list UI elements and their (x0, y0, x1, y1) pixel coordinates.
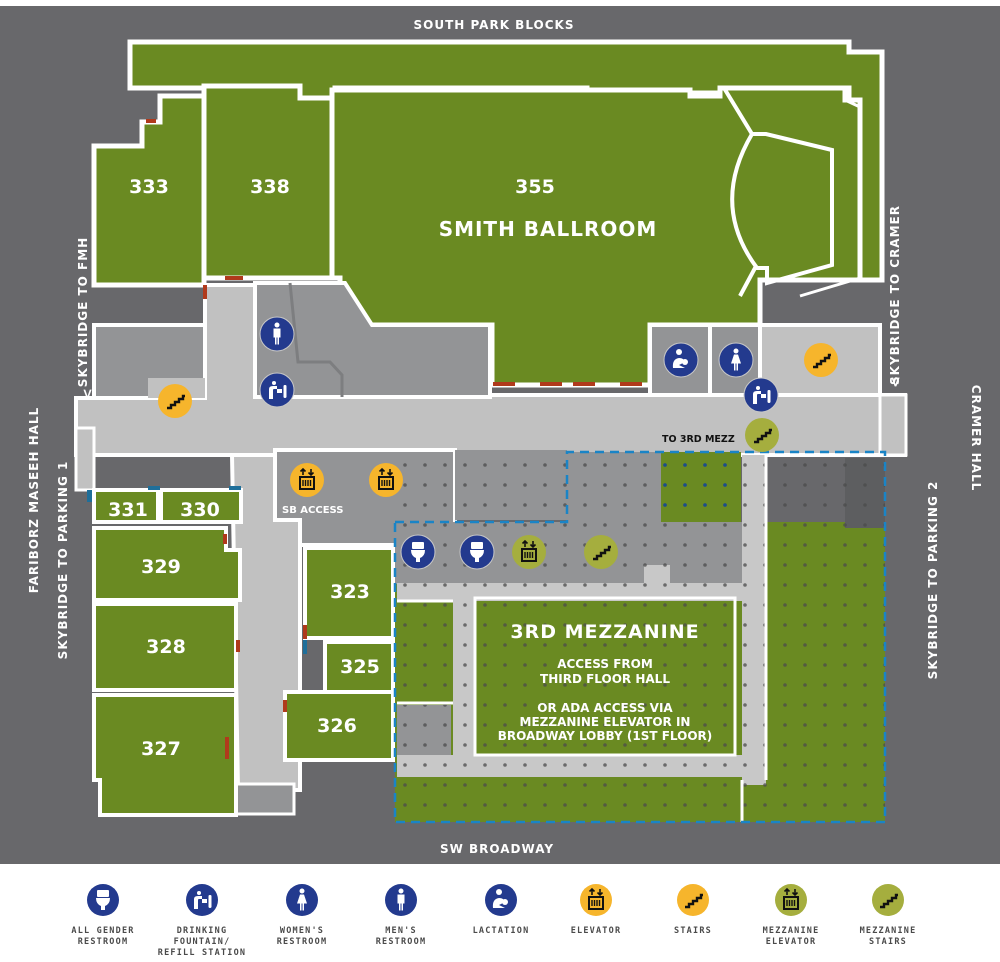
mezzanine-note: MEZZANINE ELEVATOR IN (520, 715, 691, 729)
building-fariborz-maseeh-hall: FARIBORZ MASEEH HALL (27, 407, 41, 593)
legend-item: MEZZANINE ELEVATOR (736, 884, 846, 948)
chevron-left-icon: < (888, 376, 904, 388)
legend-item: MEN'S RESTROOM (346, 884, 456, 948)
stairs-icon[interactable] (158, 384, 192, 418)
mezzanine-elevator-icon[interactable] (512, 535, 546, 569)
mezzanine-note: BROADWAY LOBBY (1ST FLOOR) (498, 729, 713, 743)
all-gender-restroom-icon (87, 884, 119, 916)
map-legend: ALL GENDER RESTROOM DRINKING FOUNTAIN/ R… (0, 870, 1000, 962)
room-name: SMITH BALLROOM (439, 217, 658, 241)
mezzanine-note: THIRD FLOOR HALL (540, 672, 670, 686)
legend-item: ELEVATOR (541, 884, 651, 937)
room-number: 355 (515, 176, 555, 198)
room-323[interactable] (303, 546, 395, 640)
skybridge-to-cramer[interactable]: SKYBRIDGE TO CRAMER (888, 205, 902, 385)
sb-access-label: SB ACCESS (282, 505, 344, 516)
chevron-left-icon: < (80, 388, 96, 400)
door-markers (146, 119, 642, 759)
mezzanine-note: OR ADA ACCESS VIA (537, 701, 673, 715)
legend-item: STAIRS (638, 884, 748, 937)
all-gender-restroom-icon[interactable] (400, 534, 436, 570)
building-cramer-hall: CRAMER HALL (969, 385, 983, 492)
stairs-icon (677, 884, 709, 916)
legend-item: DRINKING FOUNTAIN/ REFILL STATION (147, 884, 257, 959)
womens-restroom-icon[interactable] (718, 342, 754, 378)
legend-label: MEZZANINE ELEVATOR (762, 926, 820, 947)
legend-label: ALL GENDER RESTROOM (71, 926, 135, 947)
room-number: 323 (330, 581, 370, 603)
mezzanine-stairs-icon (872, 884, 904, 916)
legend-label: DRINKING FOUNTAIN/ REFILL STATION (157, 926, 247, 958)
drinking-fountain-icon[interactable] (259, 372, 295, 408)
legend-label: ELEVATOR (570, 926, 622, 936)
floor-map: SOUTH PARK BLOCKS SW BROADWAY FARIBORZ M… (0, 6, 1000, 864)
room-number: 333 (129, 176, 169, 198)
room-329[interactable] (92, 526, 242, 602)
room-number: 338 (250, 176, 290, 198)
room-331[interactable] (92, 488, 160, 524)
room-327[interactable] (92, 693, 238, 817)
room-number: 331 (108, 499, 148, 521)
legend-label: STAIRS (674, 926, 712, 936)
room-number: 327 (141, 738, 181, 760)
room-number: 328 (146, 636, 186, 658)
legend-item: MEZZANINE STAIRS (833, 884, 943, 948)
mens-restroom-icon[interactable] (259, 316, 295, 352)
lactation-icon (485, 884, 517, 916)
elevator-icon[interactable] (369, 463, 403, 497)
legend-label: LACTATION (472, 926, 530, 936)
mezzanine-note: ACCESS FROM (557, 657, 653, 671)
skybridge-to-fmh[interactable]: SKYBRIDGE TO FMH (76, 237, 90, 387)
legend-item: WOMEN'S RESTROOM (247, 884, 357, 948)
room-number: 325 (340, 656, 380, 678)
lactation-icon[interactable] (663, 342, 699, 378)
mezzanine-stairs-icon[interactable] (584, 535, 618, 569)
third-mezzanine[interactable] (393, 450, 887, 824)
all-gender-restroom-icon[interactable] (459, 534, 495, 570)
legend-label: MEN'S RESTROOM (375, 926, 427, 947)
legend-label: MEZZANINE STAIRS (859, 926, 917, 947)
street-south-park-blocks: SOUTH PARK BLOCKS (413, 18, 574, 32)
room-number: 326 (317, 715, 357, 737)
legend-label: WOMEN'S RESTROOM (276, 926, 328, 947)
mens-restroom-icon (385, 884, 417, 916)
room-330[interactable] (159, 488, 243, 524)
elevator-icon (580, 884, 612, 916)
room-326[interactable] (283, 690, 395, 762)
mezzanine-title: 3RD MEZZANINE (510, 621, 699, 643)
mezzanine-elevator-icon (775, 884, 807, 916)
room-number: 329 (141, 556, 181, 578)
street-sw-broadway: SW BROADWAY (440, 842, 554, 856)
room-number: 330 (180, 499, 220, 521)
elevator-icon[interactable] (290, 463, 324, 497)
legend-item: LACTATION (446, 884, 556, 937)
room-333[interactable] (91, 93, 207, 288)
stairs-icon[interactable] (804, 343, 838, 377)
skybridge-to-parking-2: SKYBRIDGE TO PARKING 2 (926, 481, 940, 680)
to-3rd-mezz-label: TO 3RD MEZZ (662, 434, 735, 445)
room-328[interactable] (92, 602, 238, 692)
mezzanine-stairs-icon[interactable] (745, 418, 779, 452)
skybridge-to-parking-1: SKYBRIDGE TO PARKING 1 (56, 461, 70, 660)
drinking-fountain-icon (186, 884, 218, 916)
drinking-fountain-icon[interactable] (743, 377, 779, 413)
womens-restroom-icon (286, 884, 318, 916)
legend-item: ALL GENDER RESTROOM (48, 884, 158, 948)
